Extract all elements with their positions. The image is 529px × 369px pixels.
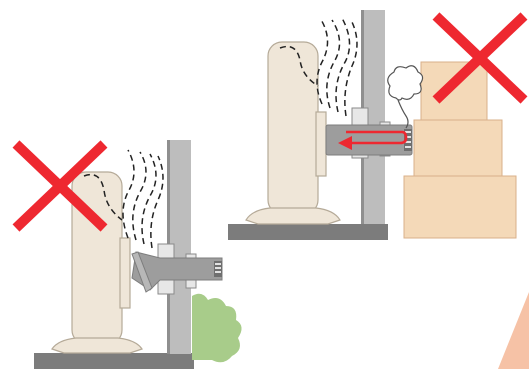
exhaust-smoke bbox=[83, 149, 164, 249]
corner-accent bbox=[498, 292, 529, 369]
floor-slab bbox=[228, 224, 388, 240]
exhaust-smoke bbox=[279, 17, 358, 117]
heater bbox=[245, 41, 341, 225]
recirculating-exhaust-arrow bbox=[338, 130, 408, 150]
scene-pipe-angled bbox=[12, 140, 242, 369]
stacked-boxes bbox=[403, 61, 517, 239]
flue-pipe bbox=[325, 124, 413, 156]
smoke-puff-icon bbox=[387, 65, 424, 129]
prohibited-x-icon bbox=[432, 12, 528, 104]
angled-flue-pipe bbox=[131, 251, 223, 293]
prohibited-x-icon bbox=[12, 140, 108, 232]
scene-outlet-blocked bbox=[228, 10, 528, 240]
bush bbox=[192, 293, 242, 363]
heater bbox=[51, 171, 143, 354]
floor-slab bbox=[34, 353, 194, 369]
